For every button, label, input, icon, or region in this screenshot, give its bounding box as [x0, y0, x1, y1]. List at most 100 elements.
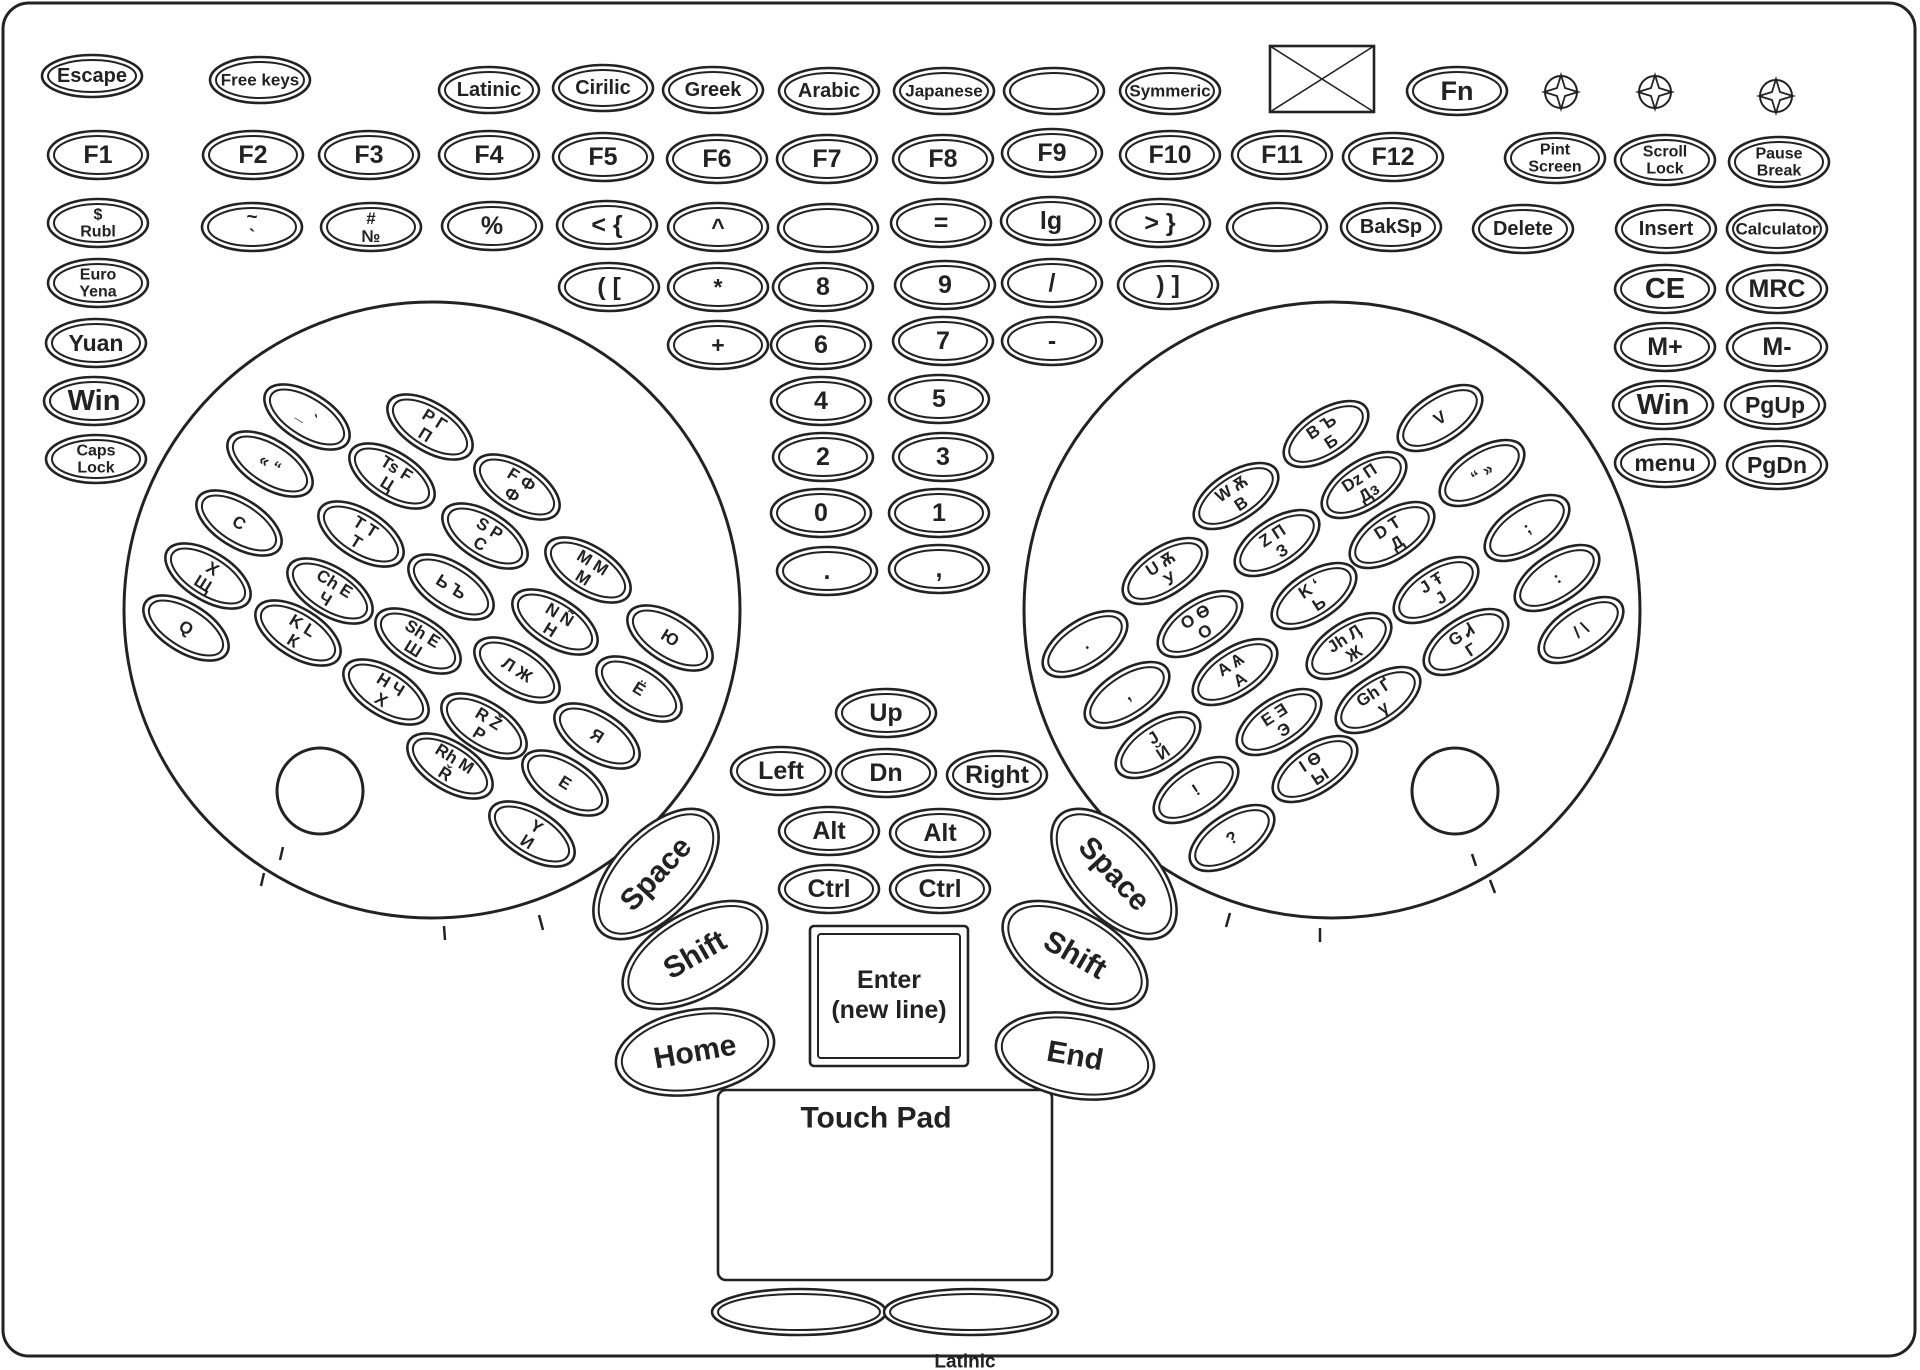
left-trackball[interactable] [275, 746, 365, 836]
left-cluster-c-key[interactable]: C [186, 477, 293, 569]
right-cluster-question-key[interactable]: ? [1179, 792, 1286, 885]
alt-right-key[interactable]: Alt [888, 807, 992, 859]
left-cluster-s-key[interactable]: S РС [432, 490, 539, 582]
right-cluster-period-key[interactable]: . [1032, 598, 1139, 691]
up-key[interactable]: Up [834, 687, 938, 739]
right-cluster-semicolon-key[interactable]: ; [1474, 482, 1581, 575]
lang-greek-key[interactable]: Greek [661, 65, 765, 115]
f1-key[interactable]: F1 [46, 129, 150, 181]
touch-pad[interactable]: Touch Pad [716, 1088, 1054, 1282]
right-cluster-j-key[interactable]: J ŦЈ [1383, 544, 1490, 637]
num-2-key[interactable]: 2 [771, 431, 875, 483]
home-key[interactable]: Home [609, 997, 781, 1108]
greater-brace-key[interactable]: > } [1108, 197, 1212, 249]
num-1-key[interactable]: 1 [887, 487, 991, 539]
yuan-key[interactable]: Yuan [44, 317, 148, 369]
right-cluster-quote-key[interactable]: “ » [1429, 427, 1536, 520]
num-6-key[interactable]: 6 [769, 319, 873, 371]
percent-key[interactable]: % [440, 200, 544, 252]
right-cluster-yi-key[interactable]: Ӏ ѲЫ [1262, 723, 1369, 816]
blank-row3-a-key[interactable] [776, 202, 880, 254]
num-5-key[interactable]: 5 [887, 373, 991, 425]
hash-numero-key[interactable]: #№ [319, 201, 423, 253]
left-key[interactable]: Left [729, 745, 833, 797]
right-cluster-g-key[interactable]: G ᏗГ [1413, 596, 1520, 689]
lang-symmeric-key[interactable]: Symmeric [1118, 66, 1222, 116]
fn-key[interactable]: Fn [1405, 65, 1509, 117]
left-cluster-k-key[interactable]: K LК [245, 587, 352, 679]
num-9-key[interactable]: 9 [893, 259, 997, 311]
left-cluster-rh-key[interactable]: Rh МŘ [397, 720, 504, 812]
num-dot-key[interactable]: . [775, 545, 879, 597]
right-key[interactable]: Right [945, 749, 1049, 801]
left-cluster-ya-key[interactable]: Я [544, 690, 651, 782]
lang-arabic-key[interactable]: Arabic [777, 66, 881, 116]
left-cluster-yo-key[interactable]: Ё [586, 643, 693, 735]
left-cluster-dash-key[interactable]: _ ` [254, 371, 361, 463]
caret-key[interactable]: ^ [666, 201, 770, 253]
right-cluster-z-key[interactable]: Z ПЗ [1224, 497, 1331, 590]
shift-left-key[interactable]: Shift [605, 879, 786, 1032]
lang-japanese-key[interactable]: Japanese [892, 66, 996, 116]
f2-key[interactable]: F2 [201, 129, 305, 181]
left-cluster-yu-key[interactable]: Ю [617, 592, 724, 684]
left-cluster-h-key[interactable]: H ЧХ [333, 646, 440, 738]
left-cluster-x-key[interactable]: XЩ [155, 530, 262, 622]
left-cluster-m-key[interactable]: M ММ [535, 524, 642, 616]
right-cluster-ee-key[interactable]: E ƎЭ [1226, 676, 1333, 769]
right-cluster-a-key[interactable]: A ѦА [1182, 626, 1289, 719]
right-cluster-b-key[interactable]: B ЪБ [1273, 388, 1380, 481]
left-cluster-q-key[interactable]: Q [133, 582, 240, 674]
left-cluster-n-key[interactable]: N ÑН [502, 576, 609, 668]
num-7-key[interactable]: 7 [891, 315, 995, 367]
slash-key[interactable]: / [1000, 257, 1104, 309]
right-cluster-v-key[interactable]: V [1387, 372, 1494, 465]
space-left-key[interactable]: Space [571, 787, 742, 961]
lang-blank-key[interactable] [1002, 66, 1106, 116]
m-minus-key[interactable]: M- [1725, 321, 1829, 373]
minus-key[interactable]: - [1000, 315, 1104, 367]
enter-key[interactable]: Enter (new line) [808, 924, 970, 1068]
mrc-key[interactable]: MRC [1725, 263, 1829, 315]
right-cluster-colon-key[interactable]: : [1504, 532, 1611, 625]
touchpad-left-button-key[interactable] [710, 1287, 888, 1337]
f12-key[interactable]: F12 [1341, 131, 1445, 183]
right-cluster-exclaim-key[interactable]: ! [1143, 744, 1250, 837]
alt-left-key[interactable]: Alt [777, 805, 881, 857]
equals-key[interactable]: = [889, 197, 993, 249]
paren-close-key[interactable]: ) ] [1116, 259, 1220, 311]
m-plus-key[interactable]: M+ [1613, 321, 1717, 373]
plus-key[interactable]: + [666, 319, 770, 371]
right-cluster-d-key[interactable]: D TД [1339, 489, 1446, 582]
blank-row3-b-key[interactable] [1225, 201, 1329, 253]
escape-key[interactable]: Escape [40, 53, 144, 99]
right-cluster-comma-key[interactable]: , [1074, 649, 1181, 742]
lang-latinic-key[interactable]: Latinic [437, 65, 541, 115]
right-cluster-slash-key[interactable]: / \ [1528, 584, 1635, 677]
lang-cirilic-key[interactable]: Cirilic [551, 63, 655, 113]
left-cluster-y-key[interactable]: YИ [479, 788, 586, 880]
down-key[interactable]: Dn [834, 747, 938, 799]
right-cluster-k-key[interactable]: K ‘Ь [1261, 550, 1368, 643]
lg-key[interactable]: lg [999, 195, 1103, 247]
right-cluster-o-key[interactable]: O ѲО [1147, 578, 1254, 671]
ctrl-right-key[interactable]: Ctrl [888, 863, 992, 915]
f4-key[interactable]: F4 [437, 129, 541, 181]
f8-key[interactable]: F8 [891, 133, 995, 185]
left-cluster-r-key[interactable]: R ŽР [431, 680, 538, 772]
win-right-key[interactable]: Win [1611, 379, 1715, 431]
delete-key[interactable]: Delete [1471, 203, 1575, 255]
rubl-key[interactable]: $Rubl [46, 197, 150, 249]
calculator-key[interactable]: Calculator [1725, 203, 1829, 255]
tilde-key[interactable]: ~` [200, 201, 304, 253]
win-left-key[interactable]: Win [42, 375, 146, 427]
num-comma-key[interactable]: , [887, 543, 991, 595]
f10-key[interactable]: F10 [1118, 129, 1222, 181]
left-cluster-t-key[interactable]: T TТ [308, 488, 415, 580]
f9-key[interactable]: F9 [1000, 127, 1104, 179]
f7-key[interactable]: F7 [775, 133, 879, 185]
